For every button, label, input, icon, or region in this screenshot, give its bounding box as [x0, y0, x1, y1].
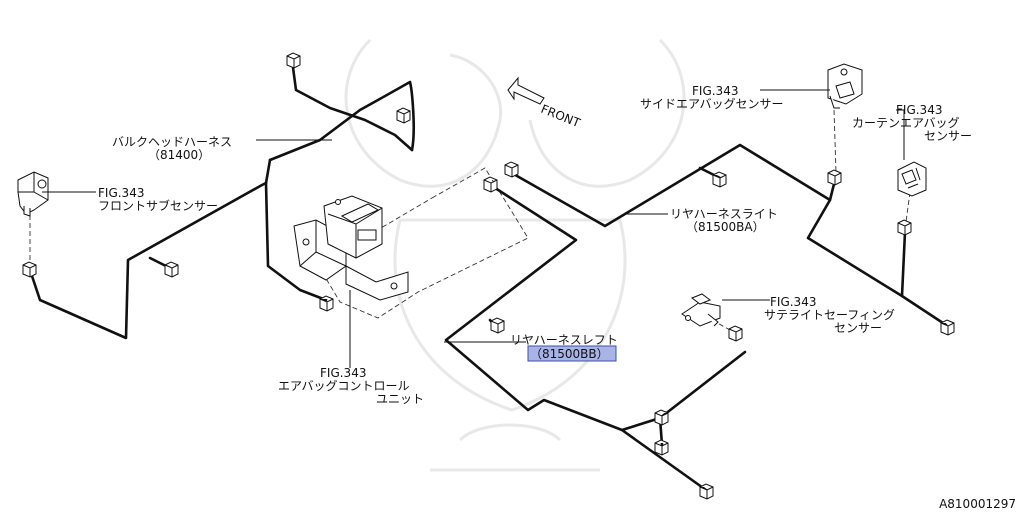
connector: [490, 317, 505, 334]
side-sensor-lead: [833, 109, 837, 173]
front-sub-sensor: [17, 171, 49, 217]
rear-harness-right-code: （81500BA）: [686, 220, 765, 234]
connector: [22, 261, 37, 278]
connector: [504, 161, 519, 178]
connector: [164, 261, 179, 278]
front-sub-sensor-label: フロントサブセンサー: [98, 198, 218, 213]
connector: [940, 319, 955, 336]
bulkhead-harness-wire: [28, 58, 416, 340]
front-label: FRONT: [539, 102, 583, 131]
rear-harness-right-label: リヤハーネスライト: [670, 207, 778, 221]
satellite-safing-sensor-label-2: センサー: [834, 321, 882, 335]
front-sub-sensor-fig: FIG.343: [98, 186, 144, 200]
rear-harness-left-label: リヤハーネスレフト: [510, 333, 618, 347]
diagram-id: A810001297: [939, 497, 1016, 511]
side-airbag-sensor-fig: FIG.343: [692, 84, 738, 98]
bulkhead-harness-code: （81400）: [148, 148, 210, 162]
connector: [712, 171, 727, 188]
curtain-airbag-sensor-label-2: センサー: [924, 129, 972, 143]
front-arrow: FRONT: [507, 76, 583, 131]
connector: [897, 219, 912, 236]
curtain-airbag-sensor-fig: FIG.343: [896, 103, 942, 117]
watermark-emblem: [344, 38, 686, 472]
airbag-control-unit: [293, 195, 409, 301]
satellite-safing-sensor-fig: FIG.343: [770, 295, 816, 309]
connector: [654, 439, 669, 456]
airbag-control-unit-label-1: エアバッグコントロール: [278, 379, 410, 393]
rear-harness-right-wire: [508, 143, 948, 327]
satellite-safing-sensor-label-1: サテライトセーフィング: [764, 308, 895, 322]
leader-lines: [42, 89, 905, 368]
airbag-control-unit-fig: FIG.343: [320, 366, 366, 380]
connector: [286, 52, 301, 69]
connector: [699, 483, 714, 500]
connector: [827, 169, 842, 186]
rear-harness-left-highlight[interactable]: [527, 345, 617, 362]
curtain-airbag-sensor-label-1: カーテンエアバッグ: [852, 116, 960, 130]
connector: [483, 176, 498, 193]
satellite-safing-sensor: [681, 293, 721, 327]
side-airbag-sensor: [827, 63, 863, 109]
bulkhead-harness-label: バルクヘッドハーネス: [112, 135, 232, 149]
rear-harness-left-code: （81500BB）: [530, 347, 609, 361]
connectors: [22, 52, 955, 500]
connector: [319, 295, 334, 312]
side-airbag-sensor-label: サイドエアバッグセンサー: [640, 97, 784, 111]
connector: [396, 107, 411, 124]
connector: [654, 409, 669, 426]
curtain-sensor-lead: [905, 191, 911, 223]
connector: [728, 325, 743, 342]
airbag-control-unit-label-2: ユニット: [376, 392, 424, 406]
curtain-airbag-sensor: [897, 161, 927, 197]
